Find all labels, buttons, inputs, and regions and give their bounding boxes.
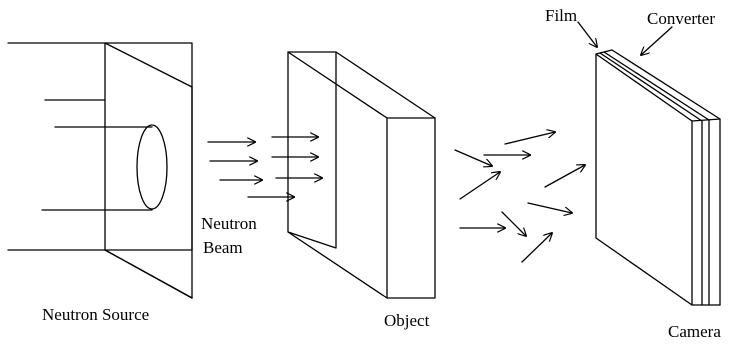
film-top-line (599, 52, 703, 122)
object-back-face (287, 51, 337, 249)
object-top-front (335, 51, 436, 119)
arrow-icon (454, 149, 492, 166)
detector (577, 21, 721, 306)
arrow-icon (641, 26, 673, 55)
object-top-back (287, 51, 388, 119)
object-label: Object (384, 311, 430, 330)
arrow-icon (527, 202, 572, 213)
arrow-icon (577, 21, 597, 47)
source-bottom-edge (7, 249, 193, 299)
object-slab (287, 51, 436, 299)
neutron-source (7, 42, 193, 299)
object-front-face (386, 117, 436, 299)
source-front-face (104, 42, 193, 251)
arrow-icon (459, 172, 500, 200)
scattered-arrows (454, 132, 585, 263)
arrow-icon (521, 233, 552, 263)
source-top-edge (7, 42, 193, 88)
arrow-icon (501, 211, 526, 236)
neutron-source-label: Neutron Source (42, 305, 150, 324)
detector-top-face (595, 49, 721, 122)
neutron-beam-label-line2: Beam (203, 238, 243, 257)
camera-label: Camera (668, 322, 721, 341)
neutron-beam-arrows (207, 137, 322, 197)
converter-label: Converter (647, 9, 715, 28)
source-aperture (136, 124, 168, 210)
neutron-beam-label-line1: Neutron (201, 214, 257, 233)
converter-top-line (603, 51, 710, 121)
source-bottom-front (104, 249, 193, 299)
object-bottom-edge (287, 231, 388, 299)
arrow-icon (504, 132, 555, 145)
film-label: Film (545, 6, 578, 25)
arrow-icon (544, 165, 585, 188)
